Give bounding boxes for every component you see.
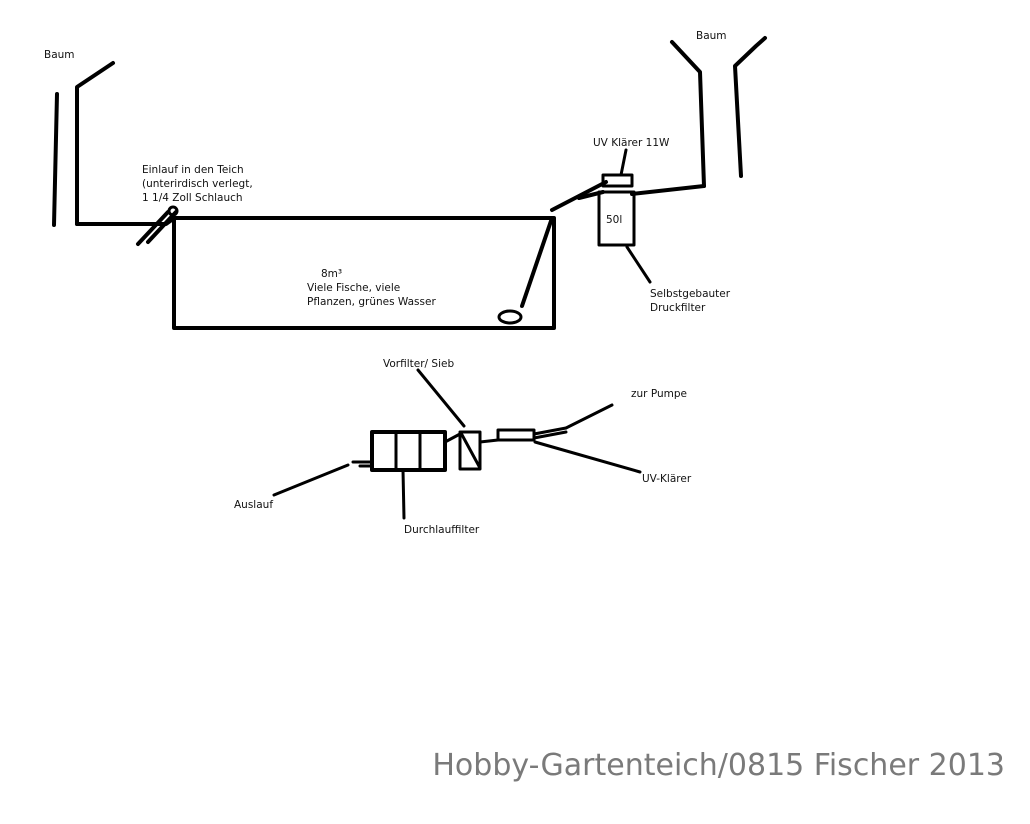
outlet-pipe bbox=[272, 460, 374, 497]
tree-left bbox=[52, 61, 115, 227]
label-outlet: Auslauf bbox=[234, 499, 273, 511]
label-flow-filter: Durchlauffilter bbox=[404, 524, 480, 536]
label-inlet-2: (unterirdisch verlegt, bbox=[142, 178, 253, 190]
prefilter-sieve bbox=[416, 368, 482, 471]
uv-clarifier-bottom bbox=[478, 403, 642, 474]
label-pressure-1: Selbstgebauter bbox=[650, 288, 731, 300]
label-to-pump: zur Pumpe bbox=[631, 388, 687, 400]
inlet-pipe bbox=[75, 205, 179, 246]
pressure-filter-tank bbox=[597, 190, 636, 247]
flow-through-filter bbox=[370, 430, 447, 520]
pond bbox=[172, 216, 556, 330]
tree-right bbox=[670, 36, 767, 188]
label-prefilter: Vorfilter/ Sieb bbox=[383, 358, 454, 370]
label-pond-1: 8m³ bbox=[321, 268, 342, 280]
label-tree-right: Baum bbox=[696, 30, 727, 42]
watermark: Hobby-Gartenteich/0815 Fischer 2013 bbox=[432, 748, 1005, 783]
label-tank-volume: 50l bbox=[606, 214, 622, 226]
label-pressure-2: Druckfilter bbox=[650, 302, 706, 314]
label-pond-3: Pflanzen, grünes Wasser bbox=[307, 296, 436, 308]
label-inlet-3: 1 1/4 Zoll Schlauch bbox=[142, 192, 243, 204]
label-pond-2: Viele Fische, viele bbox=[307, 282, 400, 294]
label-inlet-1: Einlauf in den Teich bbox=[142, 164, 244, 176]
label-tree-left: Baum bbox=[44, 49, 75, 61]
label-uv-top: UV Klärer 11W bbox=[593, 137, 670, 149]
uv-clarifier-top bbox=[601, 173, 634, 188]
return-pipe bbox=[577, 184, 706, 200]
label-uv-bottom: UV-Klärer bbox=[642, 473, 692, 485]
